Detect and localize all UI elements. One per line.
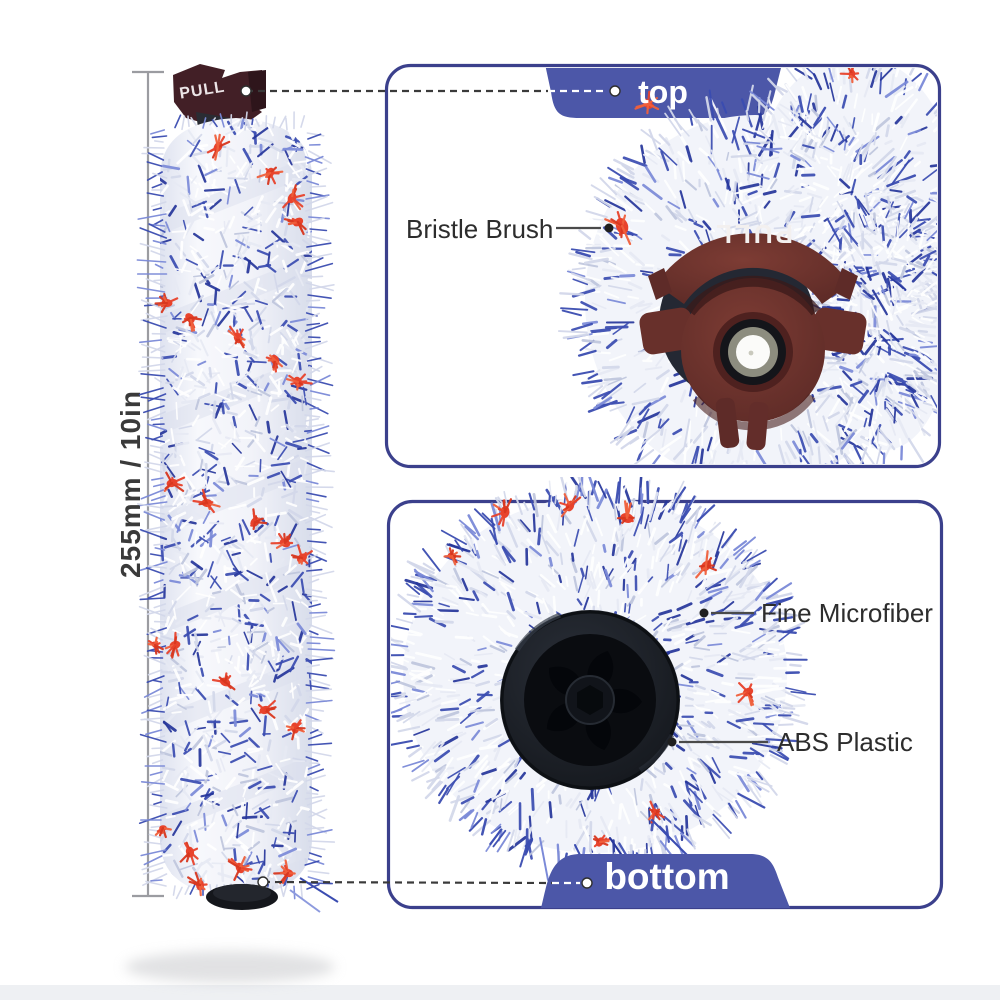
pull-tab-label: PULL	[178, 79, 226, 103]
abs-hub-hex	[577, 685, 603, 715]
stray-fiber	[299, 877, 339, 903]
hub-prong-right	[746, 401, 769, 451]
callout-dot	[699, 608, 709, 618]
callout-abs-plastic: ABS Plastic	[667, 727, 913, 757]
callout-dot	[604, 223, 614, 233]
hub-pull-label: PULL	[713, 219, 793, 249]
abs-hub-highlight	[514, 612, 561, 652]
leader-line-bottom	[257, 876, 593, 889]
top-panel: PULL top	[384, 63, 942, 469]
leader-dot	[240, 85, 252, 97]
hub-recess	[685, 275, 821, 316]
bottom-closeup	[391, 477, 817, 896]
callout-bristle-brush-label: Bristle Brush	[406, 214, 553, 244]
bottom-panel-tab	[541, 854, 790, 908]
top-closeup-red-tufts	[604, 68, 860, 246]
hub-lug-left	[639, 307, 695, 355]
callout-bristle-brush: Bristle Brush	[406, 214, 614, 244]
callout-fine-microfiber: Fine Microfiber	[699, 598, 933, 628]
bottom-closeup-red-tufts	[443, 493, 755, 848]
roller-red-tufts	[147, 133, 313, 897]
roller-shadow	[125, 951, 335, 983]
hub-lug-right	[811, 307, 867, 355]
leader-line-top	[240, 85, 621, 97]
hub-banner-wing-left	[648, 268, 672, 300]
brush-roller: PULL	[125, 64, 339, 983]
stray-fiber	[289, 889, 321, 913]
bottom-panel-tab-label: bottom	[604, 856, 729, 897]
bottom-panel: bottom	[386, 477, 944, 910]
abs-hub	[500, 610, 680, 790]
leader-dot	[609, 85, 621, 97]
top-closeup: PULL	[545, 68, 937, 464]
callout-fine-microfiber-label: Fine Microfiber	[761, 598, 933, 628]
callout-abs-plastic-label: ABS Plastic	[777, 727, 913, 757]
top-panel-tab-label: top	[638, 74, 688, 110]
dimension-label: 255mm / 10in	[115, 390, 146, 578]
page-bottom-shade	[0, 985, 1000, 1000]
dimension-indicator: 255mm / 10in	[115, 70, 164, 898]
pull-tab-fin	[248, 70, 266, 112]
pull-tab-body	[173, 64, 266, 126]
leader-dash-dark	[262, 880, 553, 885]
hub-banner-wing-right	[834, 268, 858, 300]
callout-dot	[667, 737, 677, 747]
hub-bore-dot	[748, 350, 754, 356]
roller-edge-fibers	[136, 111, 336, 900]
hub-banner	[656, 233, 850, 304]
roller-pull-tab: PULL	[173, 64, 266, 132]
pull-hub: PULL	[639, 219, 867, 451]
leader-dot	[257, 876, 269, 888]
leader-dot	[581, 877, 593, 889]
end-cap-inner	[213, 884, 271, 902]
abs-hub-rim	[500, 610, 680, 790]
roller-end-cap	[206, 877, 339, 913]
hub-prong-left	[715, 397, 740, 449]
